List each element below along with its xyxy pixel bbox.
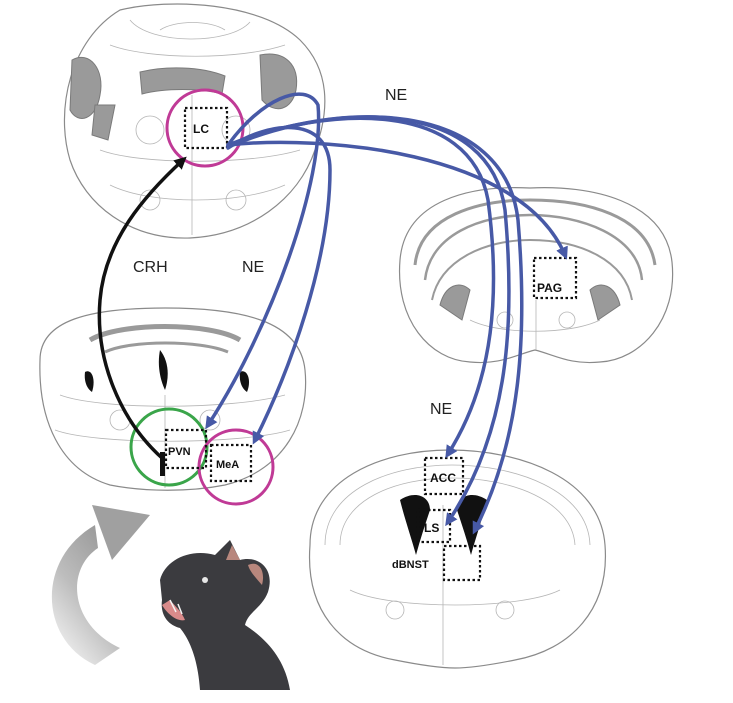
pag-label: PAG	[537, 281, 562, 295]
ne-arrow-pag	[226, 140, 568, 260]
mea-box	[209, 443, 253, 483]
hypothalamus-section	[39, 307, 307, 491]
crh-label: CRH	[133, 259, 168, 276]
ls-box	[416, 508, 452, 544]
ne-label-low: NE	[430, 401, 452, 418]
pag-box	[532, 256, 578, 300]
acc-label: ACC	[430, 471, 456, 485]
lc-box	[183, 106, 229, 150]
midbrain-section	[398, 187, 674, 364]
ne-label-mid: NE	[242, 259, 264, 276]
pvn-stem	[160, 452, 165, 476]
mea-label: MeA	[216, 459, 239, 471]
ne-arrow-dbnst	[226, 115, 524, 535]
forebrain-section	[308, 449, 606, 669]
cat-icon	[160, 540, 290, 690]
dbnst-label: dBNST	[392, 559, 429, 571]
brainstem-section	[63, 3, 326, 239]
rotation-arrow-icon	[51, 505, 150, 665]
acc-box	[423, 456, 465, 496]
ls-label: LS	[424, 521, 439, 535]
crh-arrow	[97, 156, 187, 470]
ne-label-top: NE	[385, 87, 407, 104]
lc-label: LC	[193, 122, 209, 136]
pvn-box	[164, 428, 208, 470]
pvn-label: PVN	[168, 446, 191, 458]
